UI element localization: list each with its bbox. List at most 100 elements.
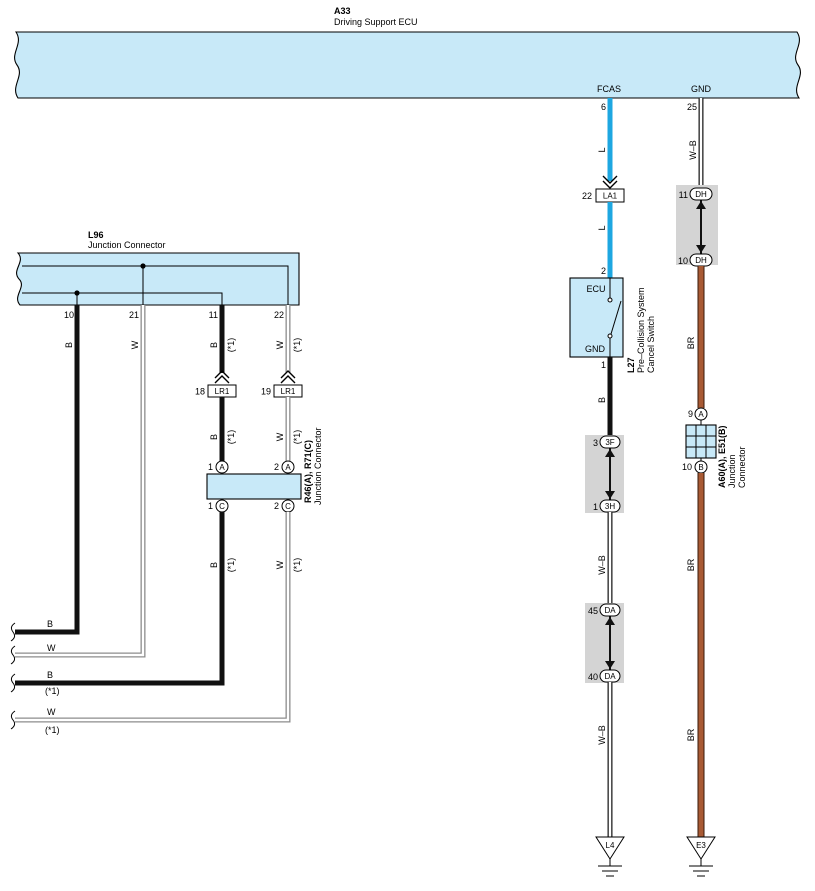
la1-code: LA1	[603, 192, 618, 201]
la1-pin: 22	[582, 191, 592, 201]
wire-code-b-pin11-upper: B	[209, 342, 219, 348]
r46-c-pin1-side: C	[219, 502, 225, 511]
wire-code-b-pin10: B	[64, 342, 74, 348]
lr1-right-chevron-outer	[280, 370, 296, 379]
break-mark-w1	[10, 645, 16, 665]
l96-pin-21: 21	[129, 310, 139, 320]
ecu-terminal-gnd: GND	[691, 84, 712, 94]
switch-blade	[610, 300, 622, 335]
switch-contact-top	[607, 297, 613, 303]
junction-da-arrow-down	[605, 661, 615, 669]
connector-dh-bottom-pin: 10	[678, 256, 688, 266]
lr1-right-code: LR1	[281, 387, 296, 396]
wire-note-r46-pin1-lower: (*1)	[226, 558, 236, 573]
connector-dh-top	[689, 187, 713, 201]
r46-a-pin1: 1	[208, 462, 213, 472]
connector-3f-code: 3F	[605, 438, 614, 447]
junction-3-arrow-up	[605, 449, 615, 457]
ground-point-l4	[595, 836, 625, 860]
la1-chevron-inner	[602, 180, 618, 189]
wire-note-r46-pin2-lower: (*1)	[292, 558, 302, 573]
switch-contact-bottom	[607, 333, 613, 339]
r46-a-pin2: 2	[274, 462, 279, 472]
break-mark-b1	[10, 622, 16, 642]
l96-bus-lower	[22, 292, 223, 305]
r46-code: R46(A), R71(C)	[303, 440, 313, 503]
ecu-code: A33	[334, 6, 351, 16]
lr1-right-pin: 19	[261, 387, 271, 397]
junction-3-arrow-down	[605, 491, 615, 499]
left-end-label-w2: W	[47, 707, 56, 717]
wire-code-b-pin11-mid: B	[209, 434, 219, 440]
switch-pin-top: 2	[601, 266, 606, 276]
wire-r46-pin2-white-lower-core	[15, 512, 290, 722]
switch-label-ecu: ECU	[586, 284, 605, 294]
lr1-left-chevron-outer	[214, 370, 230, 379]
connector-da-top	[599, 603, 621, 617]
connector-da-bottom-code: DA	[604, 672, 616, 681]
ecu-terminal-fcas: FCAS	[597, 84, 621, 94]
connector-3h-pin: 1	[593, 502, 598, 512]
junction-dh-arrow-up	[696, 201, 706, 209]
ground-point-e3	[686, 836, 716, 860]
switch-pin-bottom: 1	[601, 360, 606, 370]
connector-3f	[599, 435, 621, 449]
lr1-right-chevron-inner	[280, 375, 296, 384]
wire-note-pin22-upper: (*1)	[292, 338, 302, 353]
l96-pin-22: 22	[274, 310, 284, 320]
r46-name: Junction Connector	[313, 427, 323, 505]
r46-c-pin1: 1	[208, 501, 213, 511]
wire-code-b-r46-lower: B	[209, 562, 219, 568]
wire-code-w-pin22-upper: W	[275, 340, 285, 349]
lr1-left-pin: 18	[195, 387, 205, 397]
r46-a-pin1-circle	[215, 460, 229, 474]
break-mark-w2	[10, 710, 16, 730]
left-end-label-b2: B	[47, 670, 53, 680]
a60-body	[685, 424, 717, 459]
wire-code-b-switch: B	[597, 397, 607, 403]
wire-code-l-upper: L	[597, 147, 607, 152]
wire-note-pin11-upper: (*1)	[226, 338, 236, 353]
wire-r46-pin1-black-lower	[15, 512, 225, 686]
switch-body	[569, 277, 624, 358]
connector-3f-pin: 3	[593, 438, 598, 448]
r46-a-pin1-side: A	[219, 463, 225, 472]
ecu-pin-fcas: 6	[601, 102, 606, 112]
a60-name-line1: Junction	[727, 454, 737, 488]
a60-pin-b: 10	[682, 462, 692, 472]
connector-da-top-pin: 45	[588, 606, 598, 616]
break-mark-b2	[10, 673, 16, 693]
lr1-left-chevron-inner	[214, 375, 230, 384]
ecu-pin-gnd: 25	[687, 102, 697, 112]
switch-name-line1: Pre–Collision System	[636, 287, 646, 373]
wire-code-wb-mid: W–B	[597, 555, 607, 575]
l96-splice-lower	[74, 290, 80, 296]
connector-da-top-code: DA	[604, 606, 616, 615]
l96-pin-11: 11	[209, 310, 218, 320]
l96-pin-10: 10	[64, 310, 74, 320]
a60-code: A60(A), E51(B)	[717, 425, 727, 488]
left-end-note-b2: (*1)	[45, 686, 60, 696]
a60-pin-a: 9	[688, 409, 693, 419]
connector-dh-top-code: DH	[695, 190, 707, 199]
wire-code-w-r46-lower: W	[275, 560, 285, 569]
l96-splice-upper	[140, 263, 146, 269]
switch-code: L27	[626, 357, 636, 373]
wire-code-br-low: BR	[686, 728, 696, 741]
r46-a-pin2-side: A	[285, 463, 291, 472]
left-end-label-b1: B	[47, 619, 53, 629]
wire-l96-pin21-white-core	[15, 305, 145, 657]
junction-dh-arrow-down	[696, 245, 706, 253]
left-end-label-w1: W	[47, 643, 56, 653]
r46-c-pin2-side: C	[285, 502, 291, 511]
lr1-left-code: LR1	[215, 387, 230, 396]
wire-code-l-lower: L	[597, 225, 607, 230]
l96-body	[16, 252, 300, 306]
r46-c-pin2: 2	[274, 501, 279, 511]
r46-body	[206, 473, 302, 500]
ecu-body	[14, 31, 801, 99]
wire-code-br-upper: BR	[686, 336, 696, 349]
ground-l4-code: L4	[606, 841, 615, 850]
wire-code-w-pin22-mid: W	[275, 432, 285, 441]
